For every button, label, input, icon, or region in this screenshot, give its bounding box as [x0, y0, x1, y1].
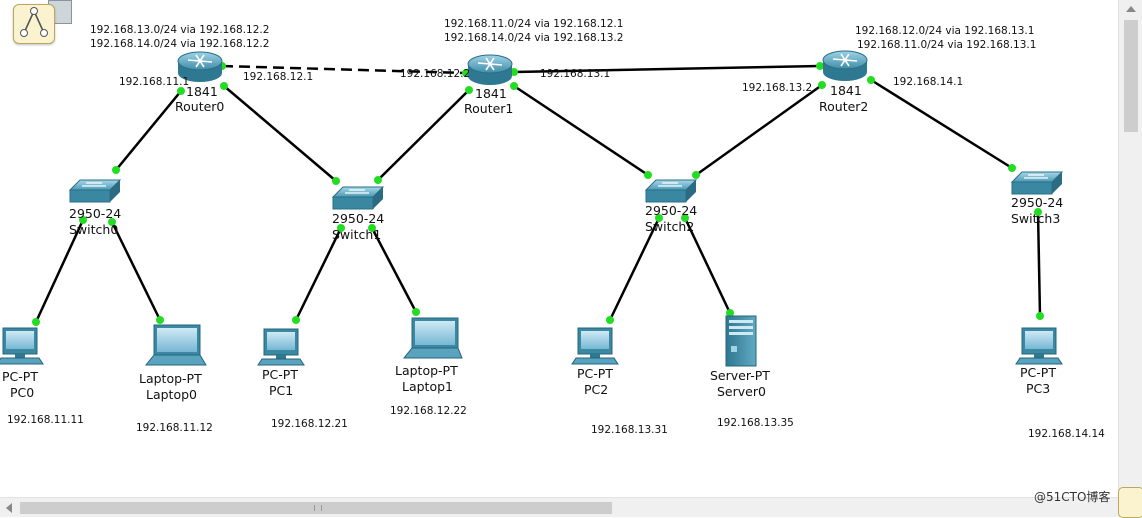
pc2-name[interactable]: PC2: [584, 382, 609, 397]
network-diagram-icon[interactable]: [13, 4, 55, 44]
watermark: @51CTO博客: [1034, 490, 1111, 504]
laptop0-ip: 192.168.11.12: [136, 422, 213, 434]
pc2-ip: 192.168.13.31: [591, 424, 668, 436]
switch0-name[interactable]: Switch0: [69, 222, 119, 237]
link-switch0-laptop0[interactable]: [110, 221, 162, 321]
switch-icon[interactable]: [331, 186, 385, 210]
switch2-name[interactable]: Switch2: [645, 219, 695, 234]
pc1-name[interactable]: PC1: [269, 383, 294, 398]
link-router0-switch1[interactable]: [223, 85, 337, 182]
router2-name[interactable]: Router2: [819, 99, 869, 114]
vertical-scrollbar[interactable]: [1118, 0, 1142, 497]
pc0-ip: 192.168.11.11: [7, 414, 84, 426]
horizontal-scroll-thumb[interactable]: [20, 502, 612, 514]
link-router2-switch2[interactable]: [695, 83, 823, 177]
corner-panel-icon[interactable]: [1118, 487, 1142, 518]
desktop-pc-icon[interactable]: [1015, 327, 1063, 365]
router-icon[interactable]: [177, 51, 223, 82]
router1-route-1: 192.168.11.0/24 via 192.168.12.1: [444, 18, 624, 30]
router0-wan-ip: 192.168.12.1: [243, 71, 314, 83]
switch3-name[interactable]: Switch3: [1011, 211, 1061, 226]
pc3-ip: 192.168.14.14: [1028, 428, 1105, 440]
link-router0-router1[interactable]: [221, 64, 467, 75]
network-links: [34, 64, 1042, 323]
switch3-model: 2950-24: [1011, 195, 1064, 210]
server0-ip: 192.168.13.35: [717, 417, 794, 429]
link-router1-switch2[interactable]: [513, 84, 649, 177]
pc1-model: PC-PT: [262, 367, 298, 382]
link-router0-switch0[interactable]: [115, 90, 182, 171]
router0-route-1: 192.168.13.0/24 via 192.168.12.2: [90, 24, 270, 36]
router0-lan-ip: 192.168.11.1: [119, 76, 190, 88]
switch1-name[interactable]: Switch1: [332, 227, 382, 242]
link-router1-switch1[interactable]: [377, 89, 470, 181]
laptop-icon[interactable]: [402, 317, 463, 359]
topology-canvas[interactable]: [0, 0, 1118, 497]
laptop1-model: Laptop-PT: [395, 363, 458, 378]
router1-route-2: 192.168.14.0/24 via 192.168.13.2: [444, 32, 624, 44]
switch-icon[interactable]: [1010, 171, 1064, 195]
pc1-ip: 192.168.12.21: [271, 418, 348, 430]
port-status-dots: [32, 62, 1044, 326]
horizontal-scrollbar[interactable]: [0, 497, 1142, 517]
server0-model: Server-PT: [710, 368, 770, 383]
pc2-model: PC-PT: [577, 366, 613, 381]
server0-name[interactable]: Server0: [717, 384, 766, 399]
router0-route-2: 192.168.14.0/24 via 192.168.12.2: [90, 38, 270, 50]
router1-right-ip: 192.168.13.1: [540, 68, 611, 80]
laptop0-name[interactable]: Laptop0: [146, 387, 197, 402]
laptop1-ip: 192.168.12.22: [390, 405, 467, 417]
vertical-scroll-thumb[interactable]: [1124, 20, 1138, 132]
link-router2-switch3[interactable]: [870, 78, 1013, 170]
laptop0-model: Laptop-PT: [139, 371, 202, 386]
topology-workspace[interactable]: 192.168.13.0/24 via 192.168.12.2 192.168…: [0, 0, 1118, 497]
switch1-model: 2950-24: [332, 211, 385, 226]
link-switch1-pc1[interactable]: [294, 227, 343, 321]
desktop-pc-icon[interactable]: [0, 327, 44, 365]
pc3-name[interactable]: PC3: [1026, 381, 1051, 396]
link-switch1-laptop1[interactable]: [370, 227, 418, 313]
router1-model: 1841: [475, 86, 507, 101]
router2-left-ip: 192.168.13.2: [742, 82, 813, 94]
switch-icon[interactable]: [68, 179, 122, 203]
desktop-pc-icon[interactable]: [571, 327, 619, 365]
router2-model: 1841: [830, 83, 862, 98]
router2-route-1: 192.168.12.0/24 via 192.168.13.1: [855, 25, 1035, 37]
scroll-left-arrow-icon[interactable]: [6, 503, 12, 513]
switch-icon[interactable]: [644, 179, 698, 203]
server-icon[interactable]: [725, 315, 757, 367]
link-switch2-server0[interactable]: [683, 217, 732, 314]
pc0-model: PC-PT: [2, 369, 38, 384]
laptop-icon[interactable]: [144, 324, 207, 366]
scroll-up-arrow-icon[interactable]: [1126, 6, 1136, 12]
pc3-model: PC-PT: [1020, 365, 1056, 380]
link-switch3-pc3[interactable]: [1036, 211, 1042, 317]
switch2-model: 2950-24: [645, 203, 698, 218]
pc0-name[interactable]: PC0: [10, 385, 35, 400]
router2-lan-ip: 192.168.14.1: [893, 76, 964, 88]
router0-model: 1841: [186, 84, 218, 99]
router-icon[interactable]: [822, 50, 868, 81]
router1-name[interactable]: Router1: [464, 101, 514, 116]
link-switch0-pc0[interactable]: [34, 219, 85, 323]
link-router1-router2[interactable]: [513, 64, 821, 74]
router0-name[interactable]: Router0: [175, 99, 225, 114]
desktop-pc-icon[interactable]: [257, 328, 305, 366]
switch0-model: 2950-24: [69, 206, 122, 221]
router-icon[interactable]: [467, 54, 513, 85]
router1-left-ip: 192.168.12.2: [400, 68, 471, 80]
link-switch2-pc2[interactable]: [608, 217, 661, 321]
laptop1-name[interactable]: Laptop1: [402, 379, 453, 394]
router2-route-2: 192.168.11.0/24 via 192.168.13.1: [857, 39, 1037, 51]
